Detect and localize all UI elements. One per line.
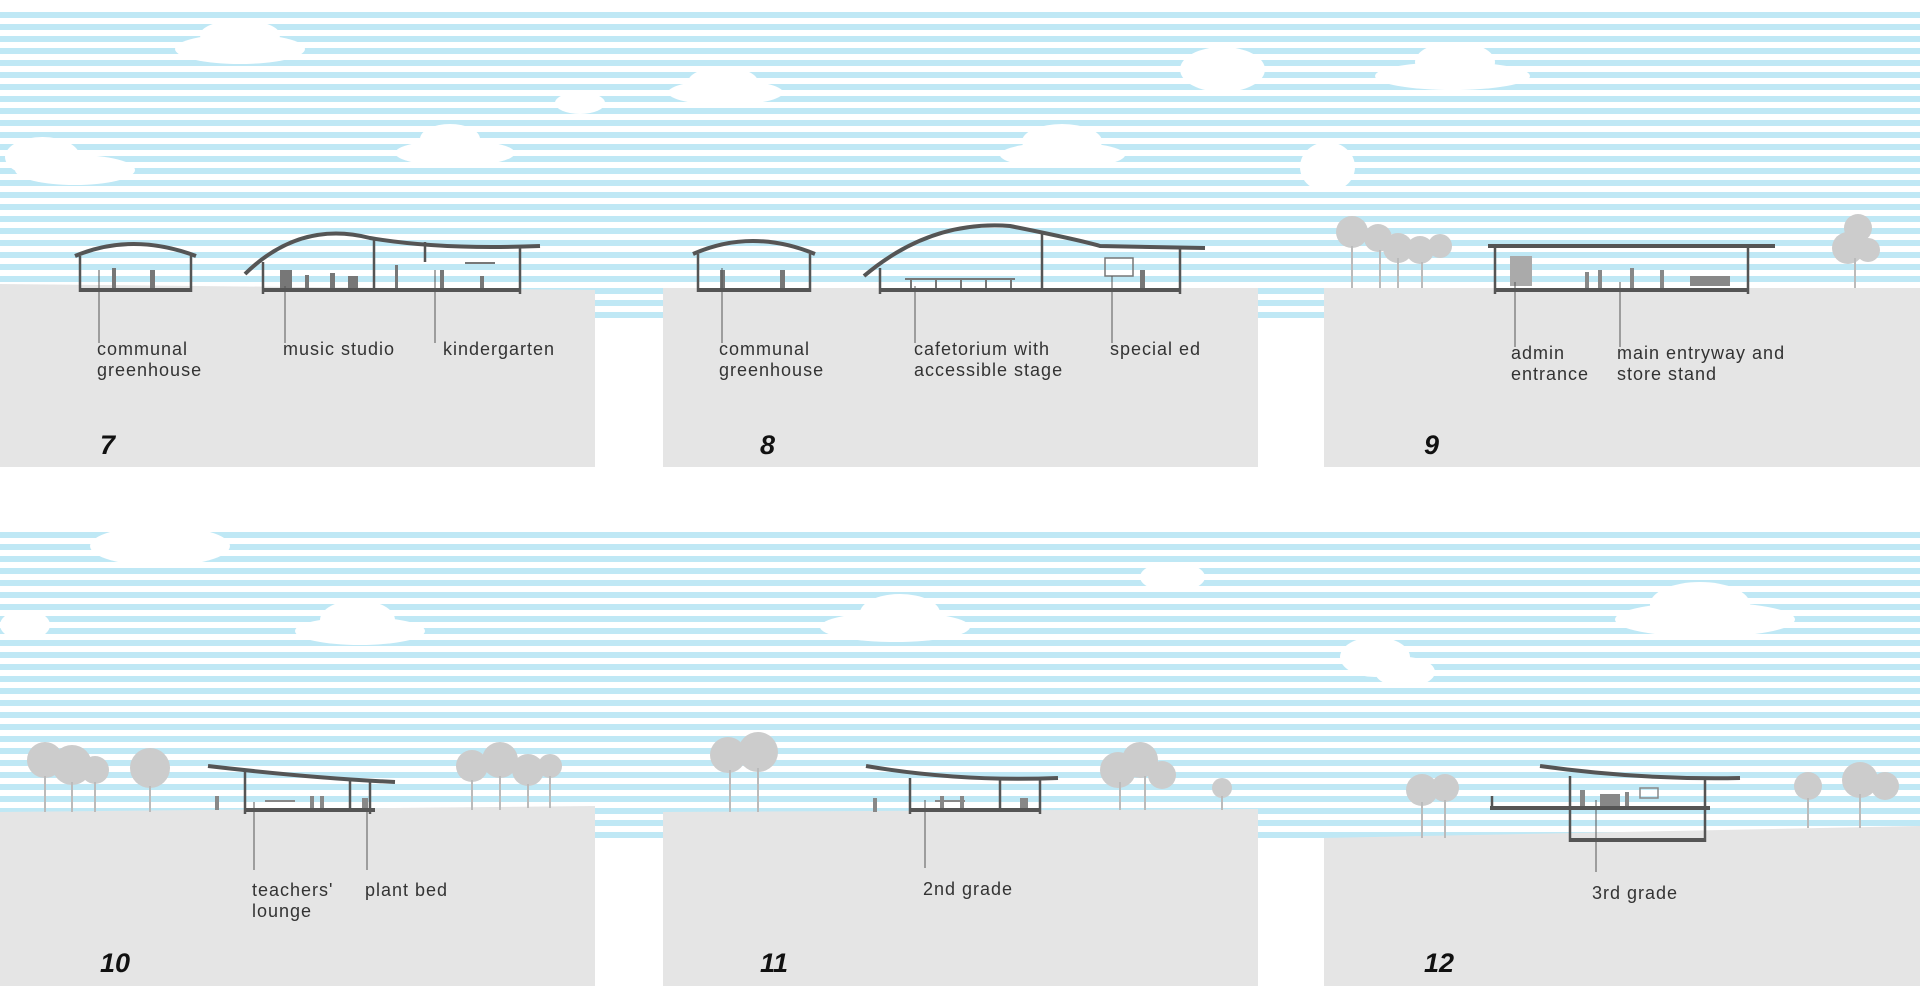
panel-number: 11 [760, 948, 789, 978]
label-plant-bed: plant bed [365, 880, 449, 900]
cloud [1615, 602, 1795, 637]
cloud [1300, 142, 1355, 192]
cloud [820, 612, 970, 642]
label-cafetorium: cafetorium with accessible stage [914, 339, 1064, 380]
sky-bottom-row [0, 526, 1920, 838]
cloud [1140, 562, 1205, 592]
panel-number: 8 [760, 430, 776, 460]
label-2nd-grade: 2nd grade [923, 879, 1014, 899]
cloud [555, 92, 605, 114]
label-3rd-grade: 3rd grade [1592, 883, 1679, 903]
cloud [0, 610, 50, 640]
cloud [1180, 47, 1265, 92]
cloud [1375, 657, 1435, 687]
panel-number: 7 [100, 430, 116, 460]
panel-number: 9 [1424, 430, 1440, 460]
cloud [668, 80, 783, 105]
panel-number: 12 [1424, 948, 1455, 978]
label-communal-greenhouse: communal greenhouse [97, 339, 203, 380]
label-admin-entrance: admin entrance [1511, 343, 1590, 384]
sky-top-row [0, 12, 1920, 319]
label-teachers-lounge: teachers' lounge [252, 880, 334, 921]
cloud [295, 617, 425, 645]
cloud [175, 34, 305, 64]
cloud [1000, 142, 1125, 168]
label-kindergarten: kindergarten [443, 339, 556, 359]
cloud [90, 526, 230, 566]
cloud [15, 155, 135, 185]
label-special-ed: special ed [1110, 339, 1202, 359]
cloud [395, 140, 515, 166]
ground-panel-12 [1324, 826, 1920, 986]
label-communal-greenhouse: communal greenhouse [719, 339, 825, 380]
panel-number: 10 [100, 948, 131, 978]
label-music-studio: music studio [283, 339, 396, 359]
label-main-entryway: main entryway and store stand [1617, 343, 1786, 384]
cloud [1375, 62, 1530, 90]
